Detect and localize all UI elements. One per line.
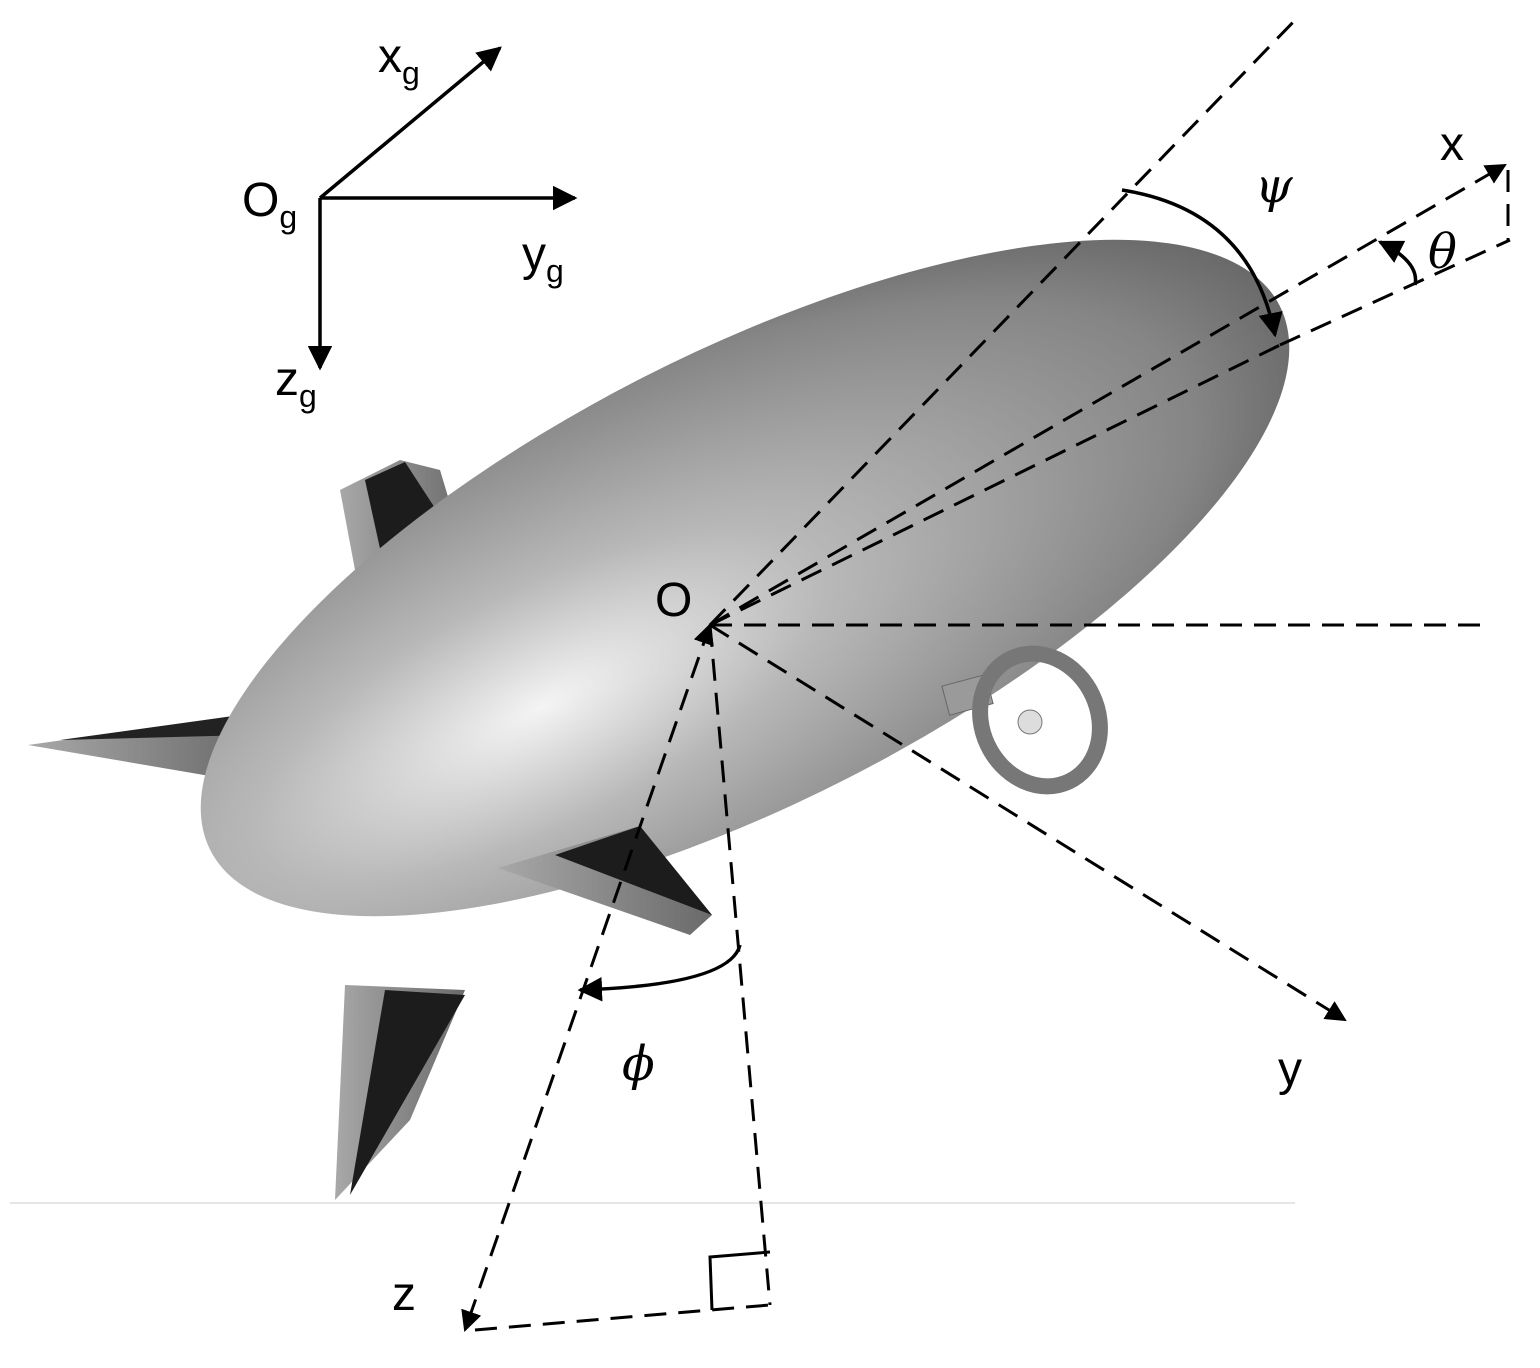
og-label: Og (242, 174, 297, 235)
z-label: z (392, 1268, 416, 1321)
roll-label: ϕ (622, 1036, 655, 1092)
yaw-arc (1121, 188, 1283, 338)
xg-axis-arrow (318, 46, 502, 200)
pitch-reference-line (1279, 238, 1511, 347)
thruster-hub (1017, 709, 1043, 735)
zg-label: zg (275, 353, 317, 414)
xg-label: xg (378, 30, 420, 91)
y-label: y (1278, 1043, 1302, 1096)
z-projection-line (474, 1303, 771, 1332)
airship-hull (200, 239, 1290, 917)
thruster (941, 645, 1108, 795)
bottom-fin-shadow (350, 990, 465, 1195)
reference-x-line (708, 13, 1302, 627)
thruster-duct (972, 645, 1108, 795)
pitch-label: θ (1428, 224, 1457, 280)
x-axis-arrow (709, 163, 1507, 627)
yg-label: yg (522, 228, 564, 289)
z-axis-arrow (461, 623, 714, 1332)
projected-x-line (709, 343, 1281, 627)
roll-arc (577, 944, 742, 1002)
pitch-arc (1377, 240, 1418, 286)
ground-frame: xg Og yg zg (242, 30, 578, 414)
y-axis-arrow (709, 623, 1347, 1022)
right-angle-marker (708, 1250, 771, 1311)
x-label: x (1440, 118, 1464, 171)
body-frame (461, 13, 1511, 1332)
vertical-reference-line (708, 624, 772, 1306)
o-label: O (655, 574, 692, 627)
left-fin-shadow (60, 713, 255, 740)
yaw-label: ψ (1255, 158, 1294, 214)
